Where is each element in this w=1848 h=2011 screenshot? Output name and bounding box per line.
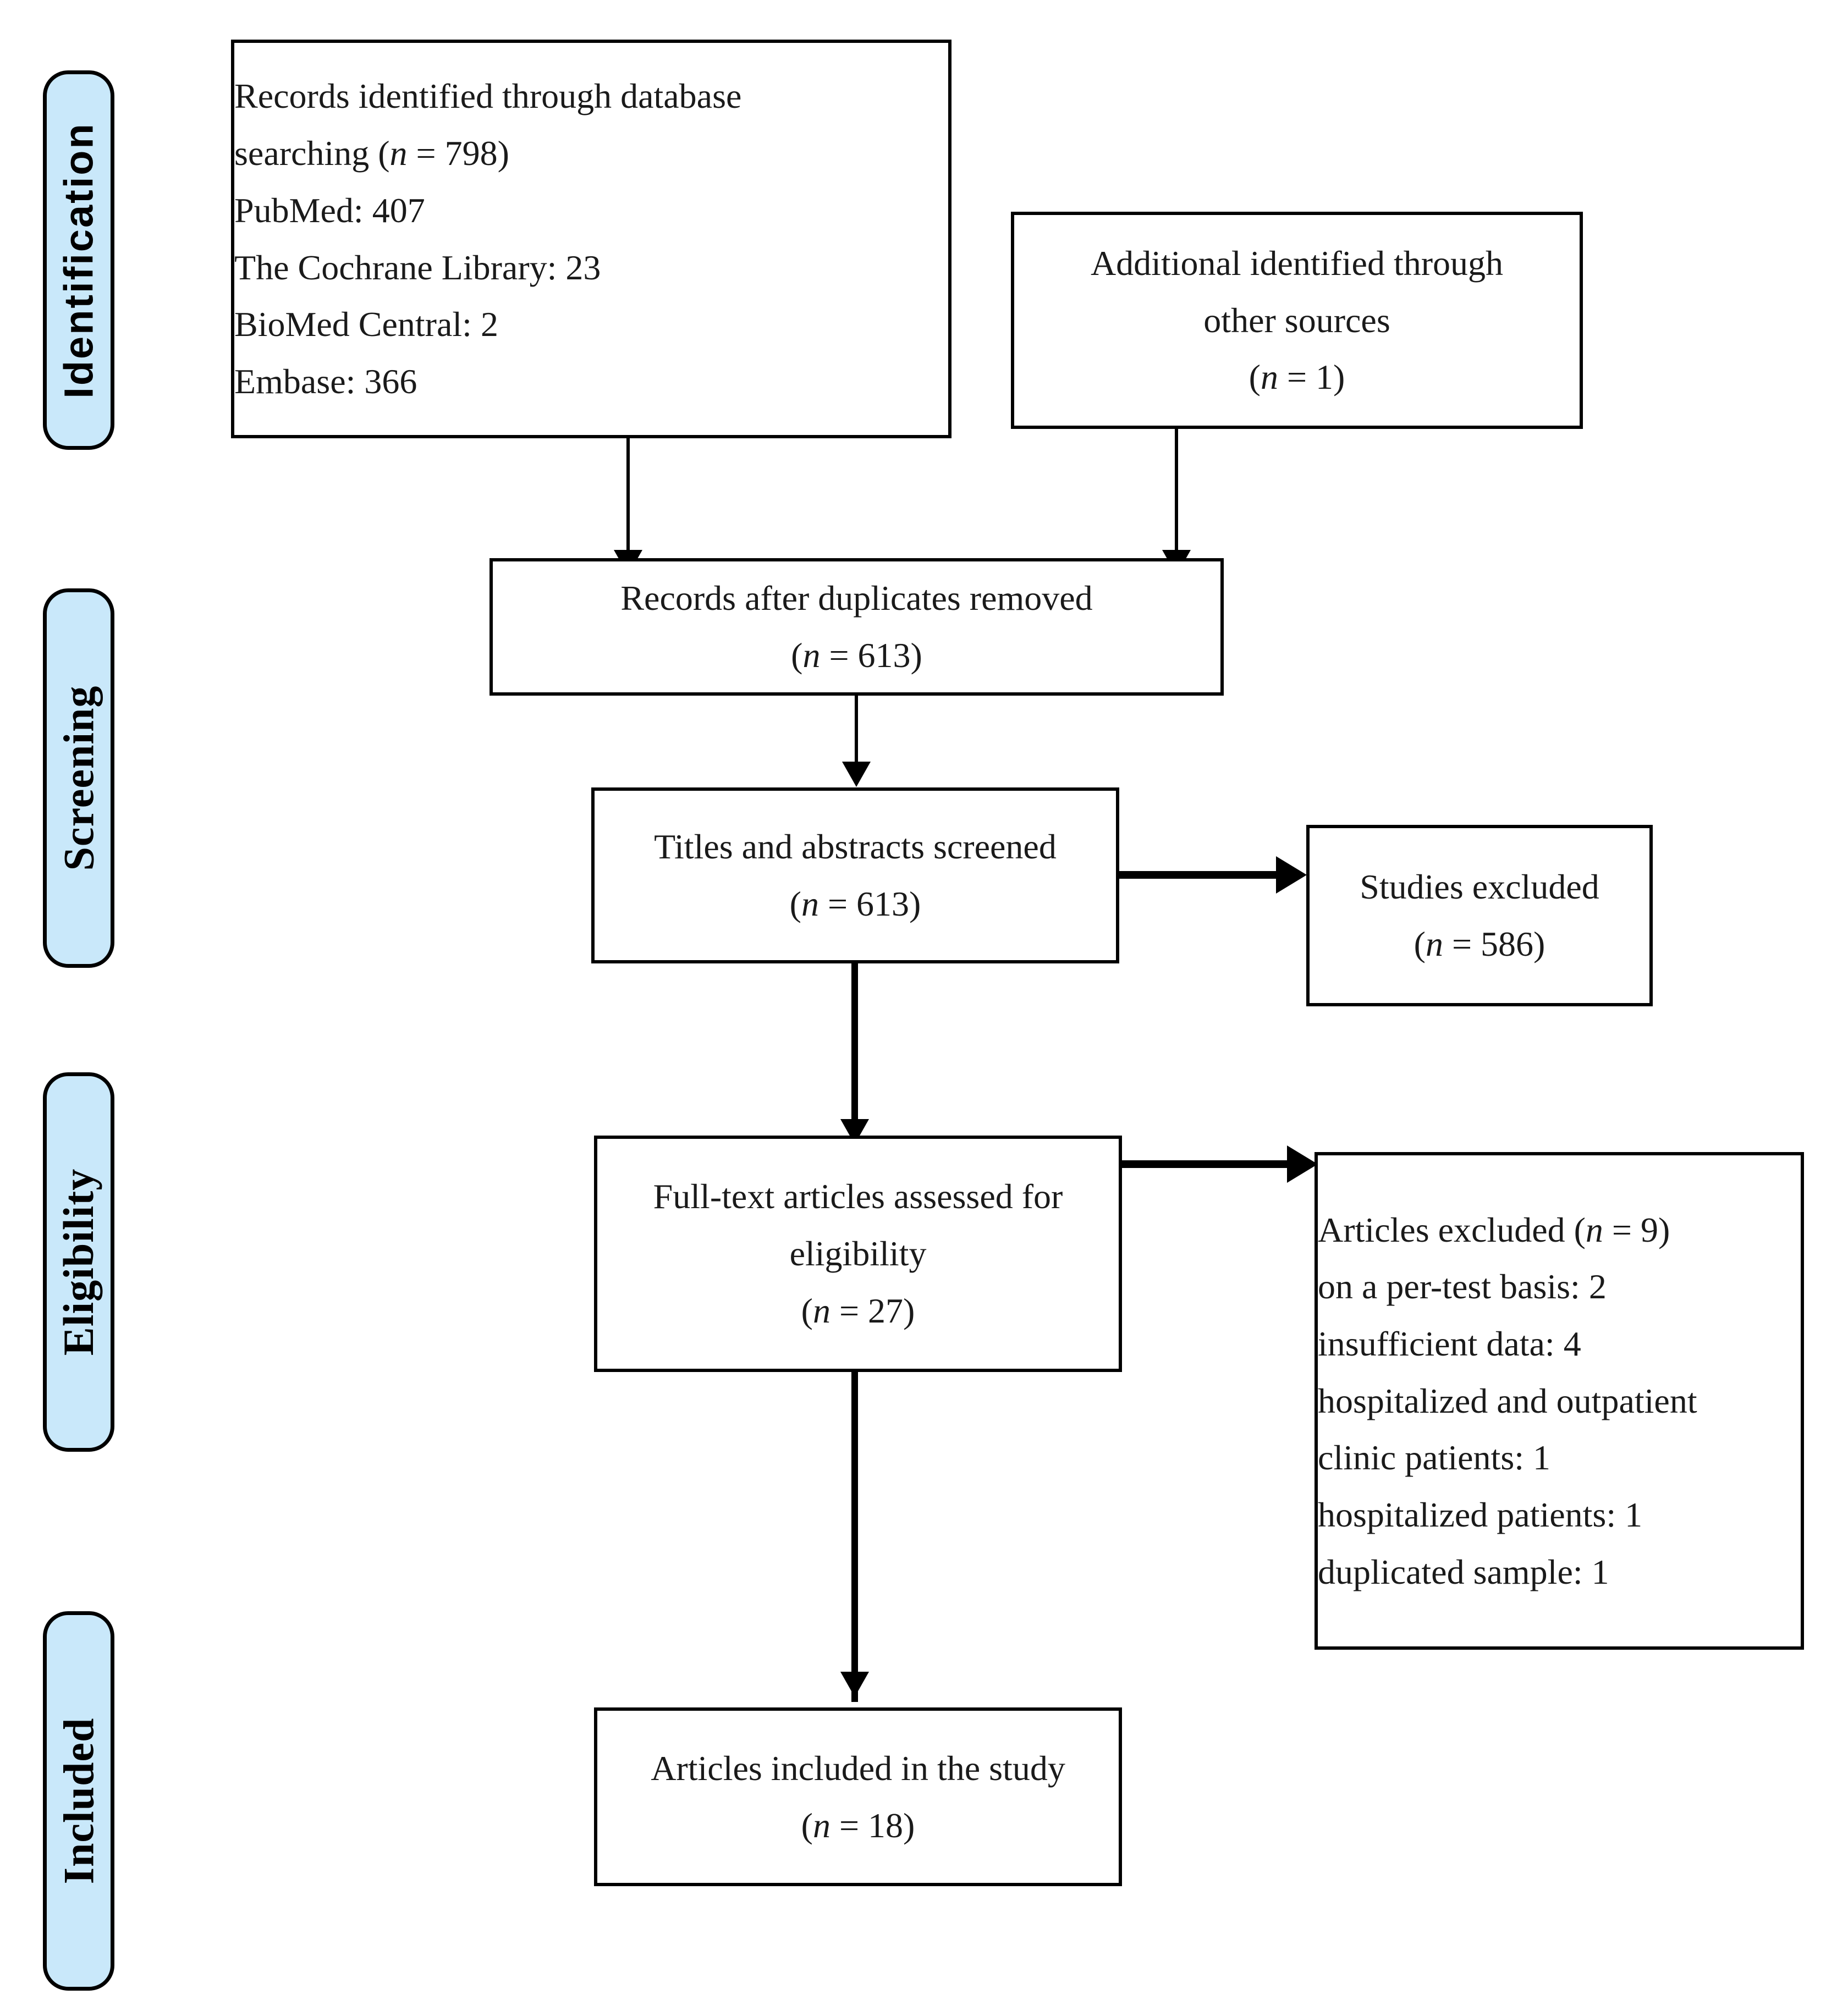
stage-label-screening: Screening bbox=[54, 685, 103, 871]
italic-n: n bbox=[1425, 924, 1443, 963]
studies-excluded-line-1: Studies excluded bbox=[1360, 867, 1599, 907]
node-additional-other-sources: Additional identified through other sour… bbox=[1011, 212, 1583, 429]
db-line-2: searching (n = 798) bbox=[234, 134, 509, 173]
fulltext-line-3: (n = 27) bbox=[801, 1291, 915, 1330]
italic-n: n bbox=[802, 636, 821, 675]
dup-line-2: (n = 613) bbox=[791, 636, 922, 675]
other-line-1: Additional identified through bbox=[1090, 243, 1504, 283]
connector-fulltext-to-included-arrow bbox=[840, 1672, 869, 1697]
db-line-biomed: BioMed Central: 2 bbox=[234, 305, 498, 344]
italic-n: n bbox=[812, 1291, 831, 1330]
included-line-1: Articles included in the study bbox=[651, 1748, 1065, 1788]
connector-db-to-duplicates-line bbox=[626, 438, 630, 554]
stage-band-screening: Screening bbox=[43, 588, 114, 968]
studies-excluded-line-2: (n = 586) bbox=[1414, 924, 1546, 963]
screened-line-1: Titles and abstracts screened bbox=[654, 827, 1057, 867]
fulltext-line-1: Full-text articles assessed for bbox=[653, 1177, 1063, 1216]
italic-n: n bbox=[1260, 357, 1278, 397]
stage-band-included: Included bbox=[43, 1611, 114, 1991]
node-studies-excluded: Studies excluded (n = 586) bbox=[1306, 825, 1653, 1006]
other-line-2: other sources bbox=[1203, 300, 1390, 340]
db-line-embase: Embase: 366 bbox=[234, 361, 417, 401]
artexcl-line-6: hospitalized patients: 1 bbox=[1318, 1495, 1643, 1534]
node-records-identified-database: Records identified through database sear… bbox=[231, 40, 952, 438]
italic-n: n bbox=[1585, 1210, 1603, 1249]
node-titles-abstracts-screened: Titles and abstracts screened (n = 613) bbox=[591, 787, 1119, 963]
screened-line-2: (n = 613) bbox=[789, 884, 921, 923]
artexcl-line-7: duplicated sample: 1 bbox=[1318, 1552, 1609, 1591]
connector-fulltext-to-excluded-arrow bbox=[1287, 1145, 1318, 1183]
node-articles-excluded: Articles excluded (n = 9) on a per-test … bbox=[1314, 1152, 1804, 1650]
artexcl-line-4: hospitalized and outpatient bbox=[1318, 1381, 1697, 1420]
stage-band-eligibility: Eligibility bbox=[43, 1072, 114, 1452]
node-articles-included: Articles included in the study (n = 18) bbox=[594, 1707, 1122, 1886]
artexcl-line-3: insufficient data: 4 bbox=[1318, 1324, 1581, 1363]
stage-label-included: Included bbox=[54, 1717, 103, 1885]
connector-titles-to-excluded-arrow bbox=[1276, 856, 1307, 894]
italic-n: n bbox=[812, 1805, 831, 1845]
fulltext-line-2: eligibility bbox=[789, 1234, 927, 1274]
db-line-pubmed: PubMed: 407 bbox=[234, 190, 425, 230]
stage-band-identification: Identification bbox=[43, 70, 114, 450]
connector-duplicates-to-titles-arrow bbox=[842, 762, 871, 787]
connector-fulltext-to-excluded-line bbox=[1122, 1160, 1295, 1168]
connector-duplicates-to-titles-line bbox=[855, 696, 858, 784]
italic-n: n bbox=[389, 134, 408, 173]
connector-fulltext-to-included-line bbox=[851, 1372, 858, 1702]
stage-label-eligibility: Eligibility bbox=[54, 1168, 102, 1356]
artexcl-line-5: clinic patients: 1 bbox=[1318, 1438, 1550, 1478]
connector-titles-to-excluded-line bbox=[1119, 871, 1284, 879]
included-line-2: (n = 18) bbox=[801, 1805, 915, 1845]
node-records-after-duplicates: Records after duplicates removed (n = 61… bbox=[490, 558, 1224, 696]
artexcl-line-2: on a per-test basis: 2 bbox=[1318, 1267, 1607, 1307]
node-fulltext-assessed: Full-text articles assessed for eligibil… bbox=[594, 1136, 1122, 1372]
connector-titles-to-fulltext-line bbox=[851, 963, 858, 1150]
db-line-1: Records identified through database bbox=[234, 76, 742, 116]
other-line-3: (n = 1) bbox=[1248, 357, 1345, 397]
connector-other-to-duplicates-line bbox=[1175, 429, 1178, 554]
db-line-cochrane: The Cochrane Library: 23 bbox=[234, 247, 601, 287]
dup-line-1: Records after duplicates removed bbox=[620, 578, 1093, 618]
stage-label-identification: Identification bbox=[56, 122, 102, 399]
italic-n: n bbox=[801, 884, 819, 923]
artexcl-line-1: Articles excluded (n = 9) bbox=[1318, 1210, 1670, 1249]
